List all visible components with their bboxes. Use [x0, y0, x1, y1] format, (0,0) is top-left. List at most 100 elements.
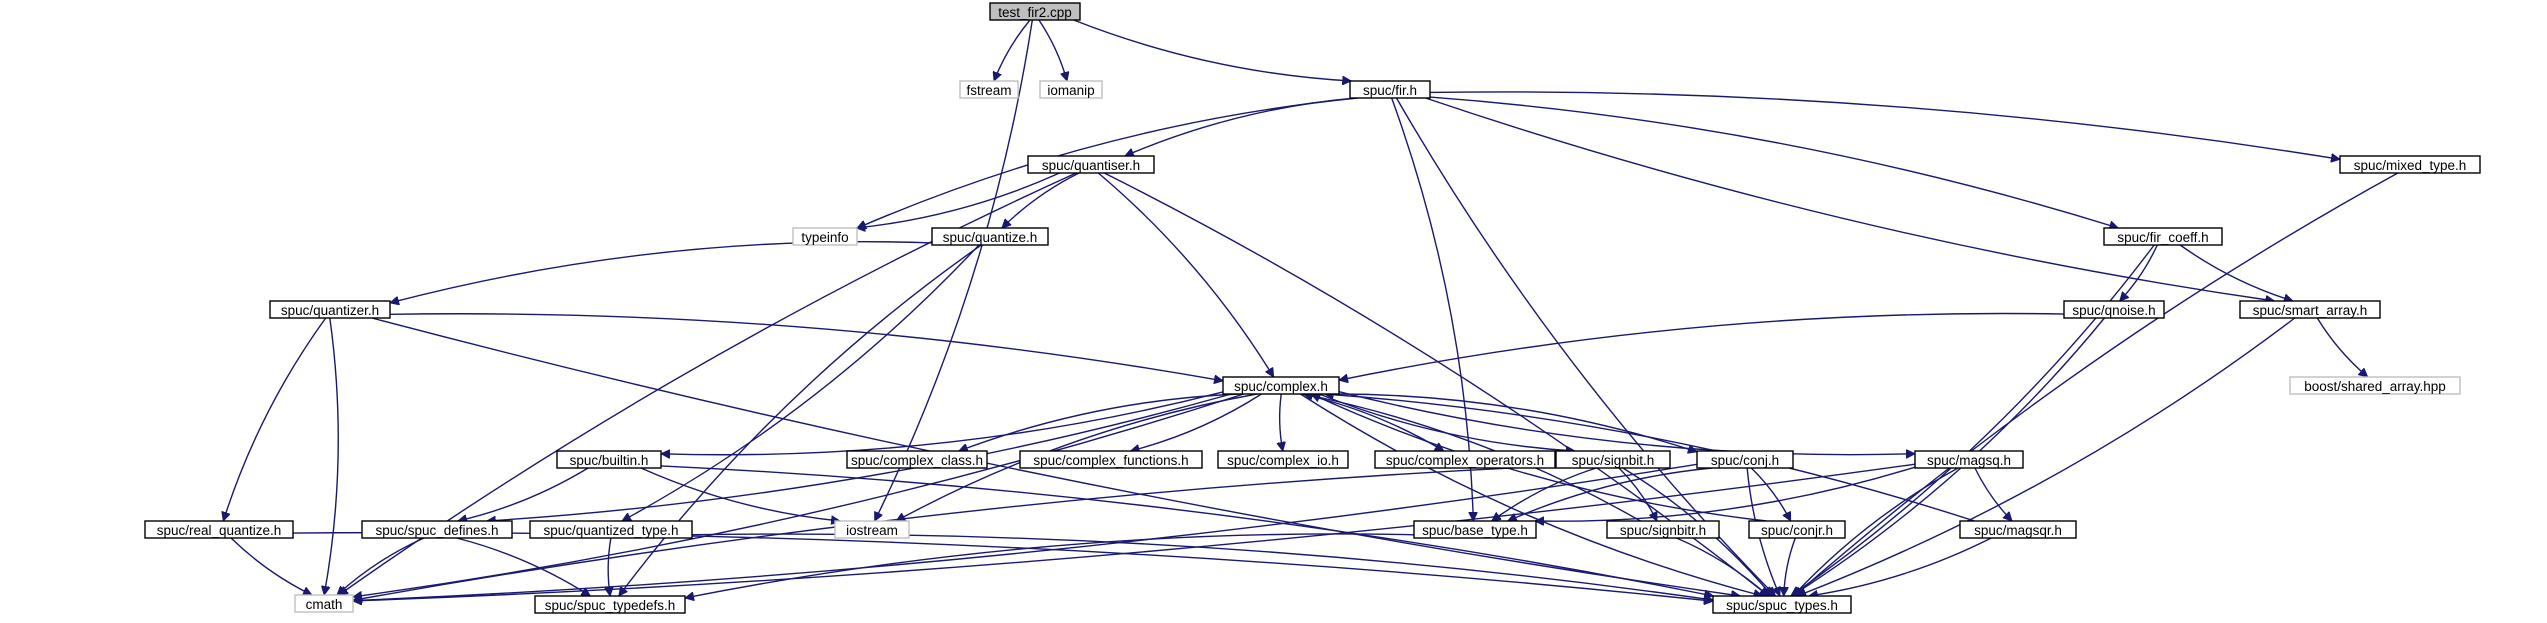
- node-conjr[interactable]: spuc/conjr.h: [1748, 520, 1846, 539]
- node-label-typeinfo: typeinfo: [801, 230, 848, 245]
- node-label-spuc_defines: spuc/spuc_defines.h: [375, 523, 498, 538]
- node-label-real_quantize: spuc/real_quantize.h: [157, 523, 282, 538]
- edge-fir_coeff-to-spuc_types: [1791, 244, 2155, 596]
- node-label-iostream: iostream: [846, 523, 898, 538]
- node-box-complex_operators: [1374, 450, 1556, 469]
- node-complex[interactable]: spuc/complex.h: [1222, 376, 1340, 395]
- node-box-shared_array: [2289, 376, 2461, 395]
- node-magsqr[interactable]: spuc/magsqr.h: [1959, 520, 2077, 539]
- node-qnoise[interactable]: spuc/qnoise.h: [2063, 300, 2165, 319]
- node-label-base_type: spuc/base_type.h: [1422, 523, 1528, 538]
- edge-conjr-to-spuc_types: [1784, 537, 1796, 596]
- node-signbitr[interactable]: spuc/signbitr.h: [1606, 520, 1720, 539]
- node-box-real_quantize: [144, 520, 294, 539]
- edges-layer: [223, 19, 2399, 602]
- node-box-complex_io: [1217, 450, 1349, 469]
- edge-complex-to-spuc_defines: [487, 393, 1232, 521]
- node-box-spuc_typedefs: [534, 595, 686, 614]
- edge-test_fir2-to-iomanip: [1038, 19, 1067, 81]
- node-box-spuc_types: [1712, 595, 1852, 614]
- edge-builtin-to-iostream: [640, 467, 840, 521]
- edge-real_quantize-to-spuc_types: [292, 531, 1713, 602]
- node-signbit[interactable]: spuc/signbit.h: [1555, 450, 1671, 469]
- node-test_fir2[interactable]: test_fir2.cpp: [989, 2, 1081, 21]
- node-label-cmath: cmath: [306, 597, 343, 612]
- node-label-quantized_type: spuc/quantized_type.h: [543, 523, 678, 538]
- node-cmath: cmath: [294, 594, 354, 613]
- edge-base_type-to-spuc_typedefs: [685, 533, 1415, 598]
- edge-quantize-to-quantizer: [390, 241, 933, 303]
- edge-magsqr-to-spuc_types: [1809, 537, 1992, 596]
- node-fstream: fstream: [959, 80, 1019, 99]
- node-builtin[interactable]: spuc/builtin.h: [556, 450, 662, 469]
- node-box-quantizer: [269, 300, 391, 319]
- node-conj[interactable]: spuc/conj.h: [1696, 450, 1794, 469]
- node-box-quantize: [931, 227, 1049, 246]
- node-spuc_defines[interactable]: spuc/spuc_defines.h: [361, 520, 513, 539]
- node-label-fir_coeff: spuc/fir_coeff.h: [2117, 230, 2208, 245]
- node-label-conjr: spuc/conjr.h: [1761, 523, 1833, 538]
- edge-mixed_type-to-spuc_types: [1794, 172, 2399, 596]
- edge-real_quantize-to-cmath: [230, 537, 312, 596]
- edge-quantize-to-quantized_type: [622, 244, 980, 522]
- edge-quantizer-to-complex: [389, 313, 1223, 381]
- node-real_quantize[interactable]: spuc/real_quantize.h: [144, 520, 294, 539]
- edge-magsq-to-magsqr: [1974, 467, 2012, 521]
- edge-qnoise-to-complex: [1339, 312, 2065, 380]
- edge-spuc_defines-to-spuc_typedefs: [456, 537, 591, 597]
- edge-qnoise-to-spuc_types: [1792, 317, 2105, 597]
- node-complex_class[interactable]: spuc/complex_class.h: [846, 450, 988, 469]
- node-box-typeinfo: [792, 227, 858, 246]
- edge-complex-to-builtin: [661, 391, 1224, 455]
- node-iomanip: iomanip: [1039, 80, 1103, 99]
- node-spuc_typedefs[interactable]: spuc/spuc_typedefs.h: [534, 595, 686, 614]
- node-box-base_type: [1413, 520, 1537, 539]
- edge-fir-to-typeinfo: [857, 97, 1358, 228]
- edge-quantizer-to-cmath: [324, 317, 339, 595]
- node-quantize[interactable]: spuc/quantize.h: [931, 227, 1049, 246]
- edge-conj-to-conjr: [1750, 467, 1792, 521]
- edge-builtin-to-spuc_defines: [458, 467, 589, 521]
- node-label-smart_array: spuc/smart_array.h: [2253, 303, 2368, 318]
- node-typeinfo: typeinfo: [792, 227, 858, 246]
- node-complex_operators[interactable]: spuc/complex_operators.h: [1374, 450, 1556, 469]
- node-complex_io[interactable]: spuc/complex_io.h: [1217, 450, 1349, 469]
- node-spuc_types[interactable]: spuc/spuc_types.h: [1712, 595, 1852, 614]
- node-base_type[interactable]: spuc/base_type.h: [1413, 520, 1537, 539]
- node-quantiser[interactable]: spuc/quantiser.h: [1027, 155, 1155, 174]
- node-box-fir: [1349, 80, 1431, 99]
- node-box-fstream: [959, 80, 1019, 99]
- edge-quantiser-to-complex: [1097, 172, 1275, 377]
- node-box-qnoise: [2063, 300, 2165, 319]
- node-box-fir_coeff: [2103, 227, 2223, 246]
- node-label-mixed_type: spuc/mixed_type.h: [2354, 158, 2467, 173]
- node-box-mixed_type: [2339, 155, 2481, 174]
- node-mixed_type[interactable]: spuc/mixed_type.h: [2339, 155, 2481, 174]
- node-box-conj: [1696, 450, 1794, 469]
- node-quantized_type[interactable]: spuc/quantized_type.h: [529, 520, 693, 539]
- node-fir[interactable]: spuc/fir.h: [1349, 80, 1431, 99]
- node-label-qnoise: spuc/qnoise.h: [2072, 303, 2155, 318]
- node-box-spuc_defines: [361, 520, 513, 539]
- node-label-magsq: spuc/magsq.h: [1927, 453, 2011, 468]
- edge-complex-to-iostream: [896, 393, 1257, 522]
- node-quantizer[interactable]: spuc/quantizer.h: [269, 300, 391, 319]
- edge-conj-to-cmath: [353, 463, 1698, 600]
- node-complex_functions[interactable]: spuc/complex_functions.h: [1019, 450, 1203, 469]
- node-box-quantiser: [1027, 155, 1155, 174]
- node-label-complex_operators: spuc/complex_operators.h: [1386, 453, 1544, 468]
- node-fir_coeff[interactable]: spuc/fir_coeff.h: [2103, 227, 2223, 246]
- edge-fir-to-fir_coeff: [1429, 96, 2118, 228]
- edge-fir-to-quantiser: [1125, 97, 1357, 156]
- edge-smart_array-to-shared_array: [2316, 317, 2367, 377]
- edge-complex-to-signbit: [1318, 393, 1575, 451]
- edge-smart_array-to-spuc_types: [1797, 317, 2296, 596]
- edge-conjr-to-complex: [1311, 394, 1767, 522]
- node-smart_array[interactable]: spuc/smart_array.h: [2239, 300, 2381, 319]
- node-label-quantiser: spuc/quantiser.h: [1042, 158, 1140, 173]
- edge-quantized_type-to-spuc_typedefs: [608, 537, 611, 596]
- node-label-complex_class: spuc/complex_class.h: [851, 453, 983, 468]
- node-magsq[interactable]: spuc/magsq.h: [1914, 450, 2024, 469]
- edge-spuc_defines-to-cmath: [337, 537, 425, 595]
